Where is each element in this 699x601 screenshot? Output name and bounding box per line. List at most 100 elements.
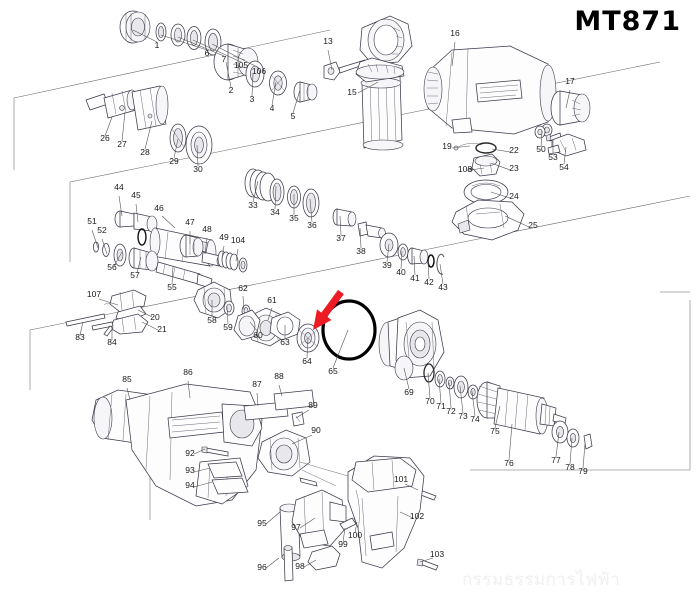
part-34-ring [269,178,285,206]
callout-leader-4 [271,81,277,106]
callout-leader-106 [211,43,260,69]
callout-leader-97 [299,517,316,529]
callout-leader-89 [295,409,310,419]
part-24-gasket [463,179,509,205]
part-83-rod [65,313,106,327]
part-number-86: 86 [183,367,193,377]
part-97-switch-body [291,489,347,549]
part-15-depth-rod [360,55,404,151]
part-number-103: 103 [430,549,444,559]
callout-leader-76 [508,423,513,461]
part-number-62: 62 [238,283,248,293]
callout-leader-73 [459,385,464,414]
part-number-77: 77 [551,455,561,465]
red-arrow-shape [313,289,344,330]
part-36-ring [302,188,320,218]
part-number-79: 79 [578,466,588,476]
part-number-2: 2 [229,85,234,95]
part-52-washer [102,243,110,257]
part-number-64: 64 [302,356,312,366]
callout-leader-3 [251,72,254,97]
callout-leader-69 [403,367,410,390]
part-number-40: 40 [396,267,406,277]
callout-leader-74 [471,390,476,417]
part-72-washer [445,376,455,390]
part-number-102: 102 [410,511,424,521]
callout-leader-37 [339,215,342,236]
part-number-20: 20 [150,312,160,322]
part-number-73: 73 [458,411,468,421]
callout-leader-5 [292,89,301,114]
callout-leader-48 [204,237,208,255]
part-41-sleeve [407,247,429,265]
part-number-105: 105 [234,60,248,70]
assembly-labels-switch [243,389,349,487]
callout-leader-61 [267,307,273,321]
part-number-89: 89 [308,400,318,410]
part-75-armature [476,381,567,435]
part-73-bearing [453,375,469,399]
assembly-gearcase-small [193,281,235,319]
part-98-cap [307,545,341,571]
part-84-rod [91,321,114,337]
callout-leader-100 [354,521,358,534]
callout-leader-34 [274,185,277,210]
callout-leader-108 [469,167,485,171]
assembly-spindle-row [85,85,213,165]
part-60-housing [233,309,261,341]
callout-leader-75 [494,405,501,429]
callout-leader-87 [256,392,259,407]
callout-leader-79 [582,443,586,469]
part-number-108: 108 [458,164,472,174]
part-number-30: 30 [193,164,203,174]
part-number-72: 72 [446,406,456,416]
callout-leader-55 [171,265,174,285]
part-40-ring [397,243,409,261]
part-22-oring [475,142,497,154]
assembly-gear-housing-cover [423,45,591,137]
callout-leader-90 [291,434,313,445]
part-number-60: 60 [253,330,263,340]
part-79-clip [583,433,593,450]
part-number-74: 74 [470,414,480,424]
callout-leader-21 [141,321,159,331]
callout-leader-107 [98,298,119,306]
part-number-55: 55 [167,282,177,292]
callout-leader-49 [221,245,225,259]
part-number-98: 98 [295,561,305,571]
part-number-7: 7 [222,54,227,64]
part-number-65: 65 [328,366,338,376]
part-number-76: 76 [504,458,514,468]
part-71-washer [434,370,446,388]
part-65-oring [321,299,377,361]
part-number-38: 38 [356,246,366,256]
callout-leader-43 [439,263,444,285]
part-number-21: 21 [157,324,167,334]
part-number-99: 99 [338,539,348,549]
callout-leader-86 [187,380,191,399]
part-number-43: 43 [438,282,448,292]
callout-leader-24 [490,191,511,199]
part-number-58: 58 [207,315,217,325]
callout-leader-103 [419,557,434,563]
part-93-plate [207,461,243,479]
part-number-41: 41 [410,273,420,283]
callout-leader-96 [265,557,280,569]
part-number-75: 75 [490,426,500,436]
part-number-47: 47 [185,217,195,227]
part-number-35: 35 [289,213,299,223]
part-number-57: 57 [130,270,140,280]
callout-leader-40 [400,250,403,270]
callout-leader-45 [135,203,139,223]
callout-leader-52 [101,238,108,255]
callout-leader-92 [193,448,206,455]
part-number-88: 88 [274,371,284,381]
callout-leader-2 [225,61,232,88]
part-43-retaining-ring [436,253,445,275]
callout-leader-57 [136,256,142,274]
callout-leader-65 [332,329,349,369]
part-number-97: 97 [291,522,301,532]
part-number-87: 87 [252,379,262,389]
part-number-28: 28 [140,147,150,157]
